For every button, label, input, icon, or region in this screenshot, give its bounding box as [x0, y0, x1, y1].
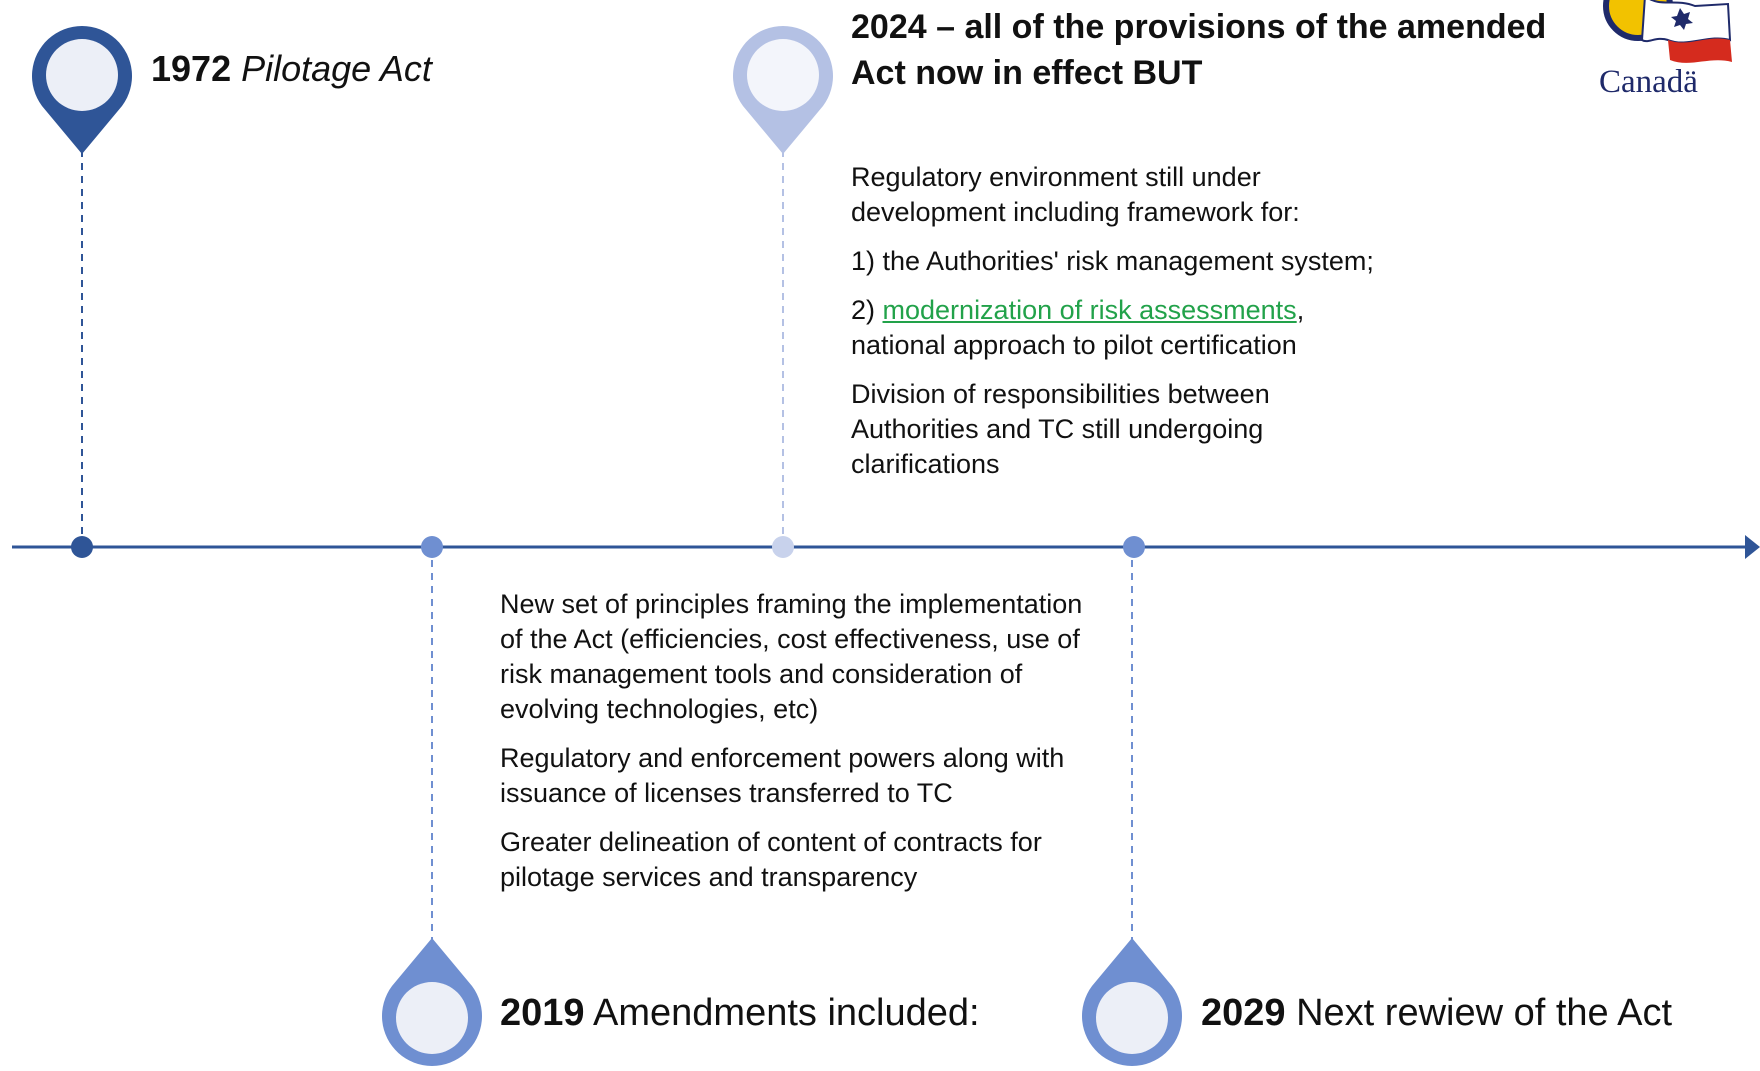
- map-pin-icon: [733, 25, 833, 155]
- risk-assessments-link[interactable]: modernization of risk assessments: [882, 295, 1297, 325]
- milestone-2029-label: 2029 Next rewiew of the Act: [1201, 992, 1672, 1035]
- arrow-right-icon: [1745, 535, 1760, 559]
- item2-prefix: 2): [851, 295, 883, 325]
- milestone-2019-details: New set of principles framing the implem…: [500, 587, 1100, 909]
- axis-dot-2029: [1123, 536, 1145, 558]
- milestone-2019-point-1: New set of principles framing the implem…: [500, 589, 1083, 724]
- axis-dot-2019: [421, 536, 443, 558]
- milestone-1972-year: 1972: [151, 48, 232, 89]
- canada-flag-logo: [1603, 0, 1732, 63]
- milestone-2024-title: 2024 – all of the provisions of the amen…: [851, 8, 1547, 92]
- map-pin-icon: [381, 938, 482, 1066]
- milestone-2024-item2: 2) modernization of risk assessments, na…: [851, 293, 1391, 363]
- canada-wordmark: Canadä: [1599, 64, 1698, 100]
- milestone-2024-details: Regulatory environment still under devel…: [851, 160, 1391, 496]
- milestone-2029-year: 2029: [1201, 992, 1286, 1034]
- milestone-2019-point-2: Regulatory and enforcement powers along …: [500, 743, 1065, 808]
- milestone-2024-intro: Regulatory environment still under devel…: [851, 162, 1300, 227]
- axis-dot-1972: [71, 536, 93, 558]
- map-pin-icon: [32, 25, 132, 154]
- milestone-2029-title: Next rewiew of the Act: [1296, 992, 1673, 1034]
- milestone-1972-label: 1972 Pilotage Act: [151, 48, 432, 90]
- milestone-2019-title: Amendments included:: [593, 992, 980, 1034]
- item2-rest: , national approach to pilot certificati…: [851, 295, 1305, 360]
- axis-dot-2024: [772, 536, 794, 558]
- milestone-1972-title: Pilotage Act: [241, 48, 432, 89]
- milestone-2019-label: 2019 Amendments included:: [500, 992, 980, 1035]
- milestone-2024-division: Division of responsibilities between Aut…: [851, 379, 1270, 479]
- map-pin-icon: [1081, 938, 1182, 1066]
- milestone-2019-year: 2019: [500, 992, 585, 1034]
- milestone-2019-point-3: Greater delineation of content of contra…: [500, 827, 1042, 892]
- milestone-2024-item1: 1) the Authorities' risk management syst…: [851, 246, 1374, 276]
